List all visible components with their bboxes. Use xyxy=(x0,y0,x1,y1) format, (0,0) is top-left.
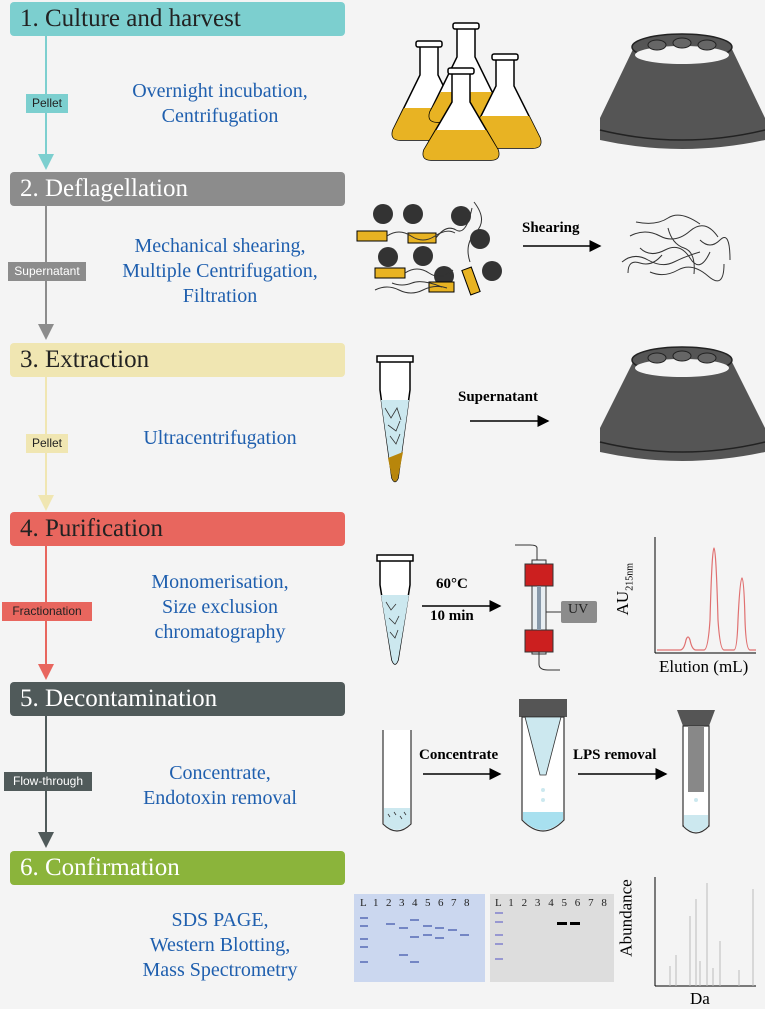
lane-label: 7 xyxy=(588,897,594,909)
step-2-header: 2. Deflagellation xyxy=(10,172,345,206)
endotoxin-column-icon xyxy=(677,710,715,834)
mass-spectrum-plot xyxy=(654,877,756,987)
step-4-header: 4. Purification xyxy=(10,512,345,546)
sec-column-icon xyxy=(515,544,597,671)
chromatogram-ylabel: AU215nm xyxy=(612,563,636,616)
chromatogram-trace xyxy=(657,547,756,651)
step-6-description: SDS PAGE,Western Blotting,Mass Spectrome… xyxy=(142,909,298,981)
centrifuge-icon xyxy=(599,33,765,149)
step-4-tag: Fractionation xyxy=(2,602,92,621)
uv-detector-label: UV xyxy=(568,602,589,617)
lane-label: 7 xyxy=(451,897,457,909)
western-blot xyxy=(490,894,614,982)
lane-label: L xyxy=(360,897,367,909)
flagella-fragments xyxy=(621,214,731,282)
chromatogram-plot xyxy=(654,537,756,654)
lane-label: 1 xyxy=(373,897,379,909)
lps-removal-label: LPS removal xyxy=(573,747,657,763)
lane-label: 4 xyxy=(548,897,554,909)
lane-label: 5 xyxy=(425,897,431,909)
lane-label: 2 xyxy=(521,897,528,909)
lane-label: 2 xyxy=(386,897,392,909)
sample-tube-icon xyxy=(376,554,414,665)
step-3-header: 3. Extraction xyxy=(10,343,345,377)
lane-label: 6 xyxy=(438,897,444,909)
step-2-tag: Supernatant xyxy=(8,262,86,281)
supernatant-label: Supernatant xyxy=(458,389,539,405)
lane-label: 1 xyxy=(508,897,514,909)
lane-label: 3 xyxy=(399,897,405,909)
concentrate-label: Concentrate xyxy=(419,747,499,763)
temperature-label: 60°C xyxy=(436,576,468,592)
step-3-tag: Pellet xyxy=(26,434,68,453)
lane-label: 6 xyxy=(574,897,581,909)
step-5-description: Concentrate,Endotoxin removal xyxy=(143,762,297,809)
mass-spec-ylabel: Abundance xyxy=(616,879,636,957)
lane-label: 5 xyxy=(561,897,568,909)
ultracentrifuge-icon xyxy=(599,346,765,461)
step-6-header: 6. Confirmation xyxy=(10,851,345,885)
lane-label: 3 xyxy=(534,897,541,909)
mass-spec-xlabel: Da xyxy=(690,989,710,1008)
lane-label: L xyxy=(495,897,502,909)
test-tube-icon xyxy=(382,730,412,832)
flask-icon xyxy=(422,67,500,161)
step-1-header: 1. Culture and harvest xyxy=(10,2,345,36)
step-3-description: Ultracentrifugation xyxy=(143,427,297,449)
step-5-tag: Flow-through xyxy=(4,772,92,791)
lane-label: 8 xyxy=(601,897,607,909)
step-5-header: 5. Decontamination xyxy=(10,682,345,716)
concentrator-icon xyxy=(519,699,567,832)
lane-label: 4 xyxy=(412,897,418,909)
tube-with-pellet-icon xyxy=(376,355,414,483)
step-2-description: Mechanical shearing,Multiple Centrifugat… xyxy=(122,235,318,307)
shearing-label: Shearing xyxy=(522,220,580,236)
flask-group xyxy=(391,22,542,161)
step-1-tag: Pellet xyxy=(26,94,68,113)
chromatogram-xlabel: Elution (mL) xyxy=(659,657,749,676)
bacteria-beads-group xyxy=(356,201,502,296)
time-label: 10 min xyxy=(430,608,474,624)
sds-page-gel xyxy=(354,894,485,982)
lane-label: 8 xyxy=(464,897,470,909)
step-1-description: Overnight incubation,Centrifugation xyxy=(132,80,308,127)
